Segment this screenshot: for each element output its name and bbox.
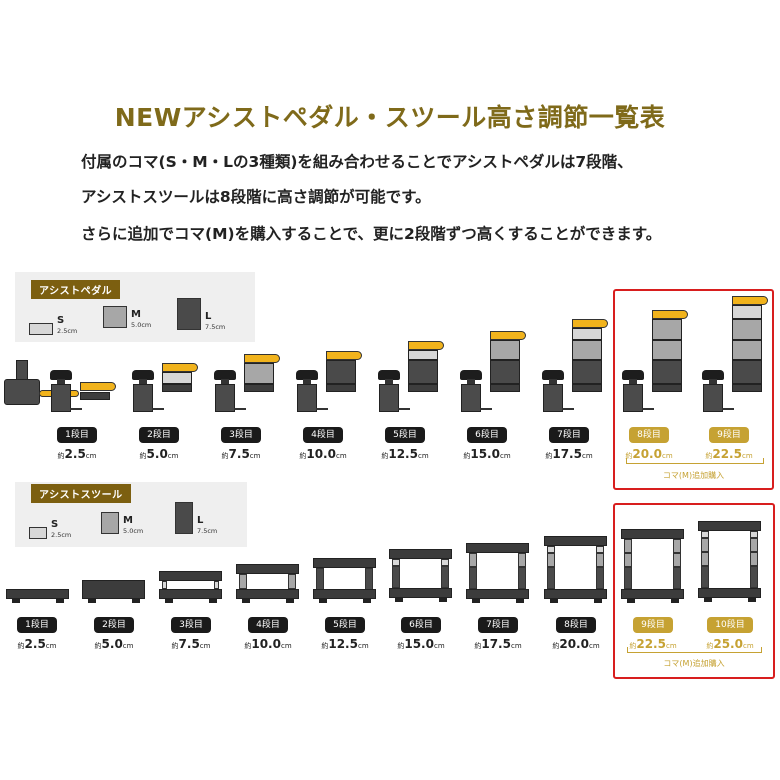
stool-extra-highlight-box [613, 503, 775, 679]
stool-step-4: 4段目 約10.0cm [233, 612, 303, 651]
stool-step-2: 2段目 約5.0cm [79, 612, 149, 651]
step-badge: 8段目 [629, 427, 669, 443]
stool-step-6: 6段目 約15.0cm [386, 612, 456, 651]
description-line-3: さらに追加でコマ(M)を購入することで、更に2段階ずつ高くすることができます。 [81, 225, 662, 243]
stool-step-5: 5段目 約12.5cm [310, 612, 380, 651]
pedal-step-7-illustration [540, 319, 610, 412]
pedal-step-9-illustration [700, 296, 770, 412]
description-line-1: 付属のコマ(S・M・Lの3種類)を組み合わせることでアシストペダルは7段階、 [81, 153, 633, 171]
step-badge: 3段目 [221, 427, 261, 443]
stool-step-7: 7段目 約17.5cm [463, 612, 533, 651]
pedal-extra-highlight-box [613, 289, 774, 490]
pedal-step-7: 7段目 約17.5cm [534, 422, 604, 461]
stool-step-1: 1段目 約2.5cm [2, 612, 72, 651]
step-badge: 2段目 [139, 427, 179, 443]
piece-s-icon [29, 322, 53, 335]
step-badge: 4段目 [303, 427, 343, 443]
pedal-step-3: 3段目 約7.5cm [206, 422, 276, 461]
pedal-step-3-illustration [212, 354, 282, 412]
stool-step-10: 10段目 約25.0cm [695, 612, 765, 651]
step-badge: 6段目 [467, 427, 507, 443]
piece-m-icon [103, 306, 127, 328]
step-badge: 5段目 [385, 427, 425, 443]
description-line-2: アシストスツールは8段階に高さ調節が可能です。 [81, 188, 431, 206]
piece-l-icon [177, 298, 201, 330]
stool-step-8: 8段目 約20.0cm [541, 612, 611, 651]
pedal-step-4: 4段目 約10.0cm [288, 422, 358, 461]
pedal-step-4-illustration [294, 351, 364, 412]
pedal-section-tag: アシストペダル [31, 280, 121, 299]
pedal-step-2: 2段目 約5.0cm [124, 422, 194, 461]
pedal-step-1-illustration [48, 370, 118, 412]
pedal-step-6-illustration [458, 331, 528, 412]
pedal-step-1: 1段目 約2.5cm [42, 422, 112, 461]
step-badge: 1段目 [57, 427, 97, 443]
pedal-step-5: 5段目 約12.5cm [370, 422, 440, 461]
stool-section-tag: アシストスツール [31, 484, 131, 503]
piece-m-icon [101, 512, 119, 534]
pedal-step-6: 6段目 約15.0cm [452, 422, 522, 461]
pedal-step-2-illustration [130, 360, 200, 412]
pedal-extra-bracket [626, 458, 764, 464]
piece-l-icon [175, 502, 193, 534]
pedal-step-9: 9段目 約22.5cm [694, 422, 764, 461]
stool-step-3: 3段目 約7.5cm [156, 612, 226, 651]
pedal-extra-note: コマ(M)追加購入 [662, 471, 725, 480]
stool-extra-bracket [627, 647, 762, 653]
pedal-step-5-illustration [376, 341, 446, 412]
pedal-step-8-illustration [620, 310, 690, 412]
pedal-step-8: 8段目 約20.0cm [614, 422, 684, 461]
stool-extra-note: コマ(M)追加購入 [663, 659, 725, 668]
step-badge: 7段目 [549, 427, 589, 443]
piece-s-icon [29, 526, 47, 539]
page-title: NEWアシストペダル・スツール高さ調節一覧表 [114, 103, 666, 132]
step-badge: 9段目 [709, 427, 749, 443]
stool-step-9: 9段目 約22.5cm [618, 612, 688, 651]
